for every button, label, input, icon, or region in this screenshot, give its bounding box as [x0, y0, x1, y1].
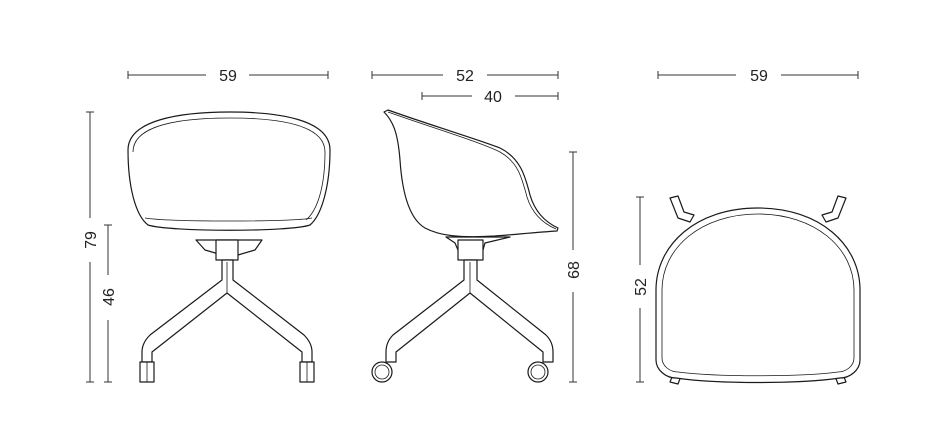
- seat-height-dimension: 46: [101, 224, 118, 383]
- top-depth-label: 52: [633, 278, 650, 296]
- front-height-label: 79: [83, 231, 100, 249]
- top-depth-dimension: 52: [633, 196, 650, 383]
- side-depth-dimension: 52: [371, 68, 559, 85]
- front-width-label: 59: [219, 68, 237, 85]
- side-view: 52 40 68: [371, 68, 583, 383]
- armrest-height-dimension: 68: [566, 151, 583, 383]
- front-height-dimension: 79: [83, 111, 100, 383]
- top-view: 59 52: [633, 68, 861, 385]
- seat-depth-label: 40: [484, 89, 502, 106]
- seat-height-label: 46: [101, 288, 118, 306]
- top-width-label: 59: [750, 68, 768, 85]
- seat-depth-dimension: 40: [421, 89, 559, 106]
- side-chair: [371, 109, 559, 383]
- front-view: 59 79 46: [83, 68, 331, 383]
- side-depth-label: 52: [456, 68, 474, 85]
- front-chair: [127, 111, 331, 383]
- armrest-height-label: 68: [566, 261, 583, 279]
- top-width-dimension: 59: [657, 68, 859, 85]
- front-width-dimension: 59: [127, 68, 329, 85]
- top-chair: [655, 195, 861, 385]
